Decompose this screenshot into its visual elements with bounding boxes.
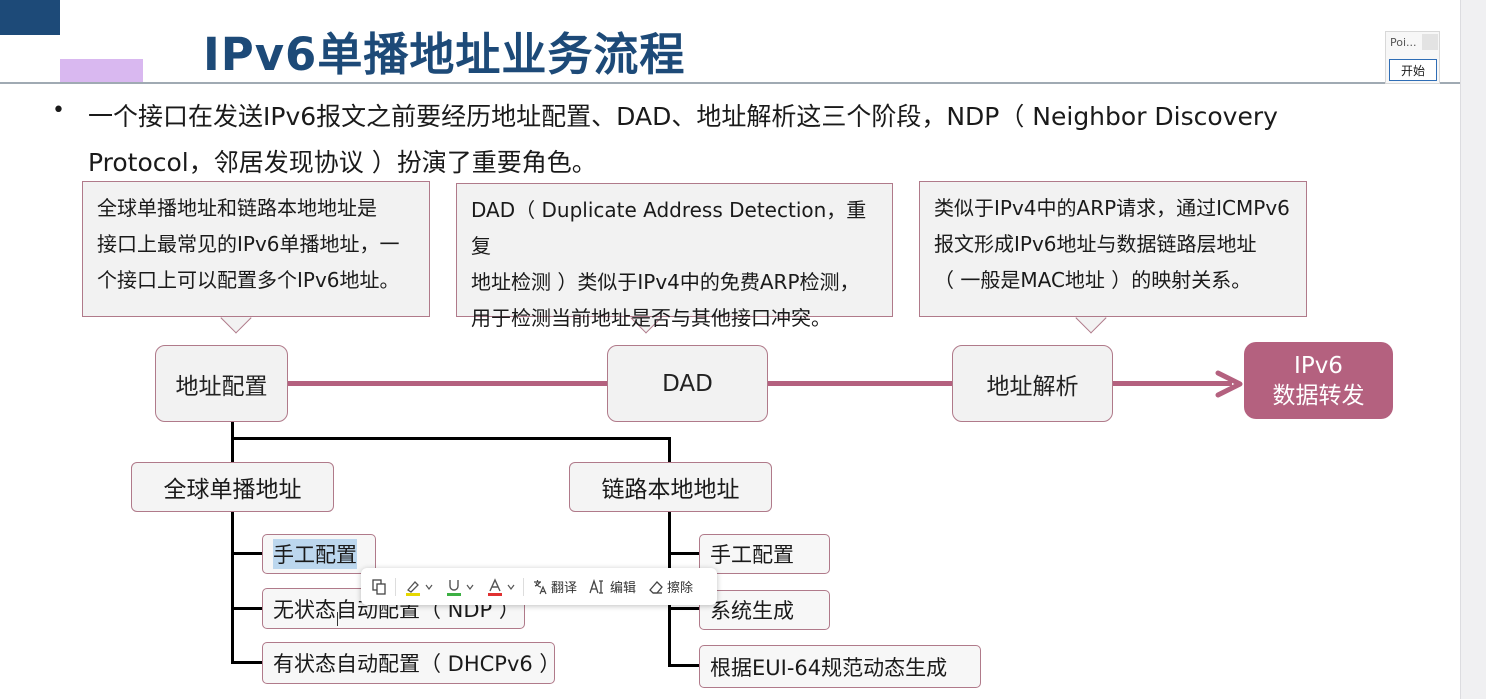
translate-button[interactable]: 翻译 [526,577,583,596]
edit-button[interactable]: 编辑 [583,577,642,596]
final-line-2: 数据转发 [1272,382,1365,409]
flow-arrow-head [1215,370,1243,398]
connector [231,661,262,664]
highlighter-icon [406,580,420,596]
copy-button[interactable] [361,578,393,595]
connector [231,422,234,463]
edit-label: 编辑 [610,581,637,596]
underline-icon [447,579,461,596]
mini-app-window[interactable]: Poi... 开始 [1385,31,1440,84]
connector [668,437,671,463]
connector [231,607,262,610]
toolbar-divider [395,577,396,596]
mini-app-close-area[interactable] [1422,34,1438,50]
final-line-1: IPv6 [1294,352,1343,379]
flow-step-ipv6-forwarding: IPv6 数据转发 [1244,342,1393,419]
connector [231,437,671,440]
bullet-line-2: Protocol，邻居发现协议 ）扮演了重要角色。 [88,148,597,177]
callout-line: 个接口上可以配置多个IPv6地址。 [97,268,400,292]
callout-line: 用于检测当前地址是否与其他接口冲突。 [471,306,831,330]
start-button[interactable]: 开始 [1389,59,1437,81]
flow-step-address-config: 地址配置 [155,345,288,422]
callout-line: 接口上最常见的IPv6单播地址，一 [97,232,400,256]
underline-button[interactable] [439,578,480,596]
flow-step-address-resolution: 地址解析 [952,345,1113,422]
translate-icon [534,579,547,594]
slide-title: IPv6单播地址业务流程 [203,28,686,81]
global-unicast-box: 全球单播地址 [131,462,334,512]
callout-address-config: 全球单播地址和链路本地地址是 接口上最常见的IPv6单播地址，一 个接口上可以配… [82,181,430,317]
callout-line: （ 一般是MAC地址 ）的映射关系。 [934,268,1252,292]
global-item-stateful: 有状态自动配置（ DHCPv6 ） [262,642,560,684]
mini-app-label: Poi... [1390,36,1417,49]
callout-line: 报文形成IPv6地址与数据链路层地址 [934,232,1257,256]
callout-line: DAD（ Duplicate Address Detection，重复 [471,198,867,258]
callout-resolution: 类似于IPv4中的ARP请求，通过ICMPv6 报文形成IPv6地址与数据链路层… [919,181,1307,317]
floating-text-toolbar: 翻译 编辑 擦除 [361,568,717,605]
callout-line: 地址检测 ）类似于IPv4中的免费ARP检测， [471,270,860,294]
flow-step-dad: DAD [607,345,768,422]
connector [668,664,699,667]
erase-button[interactable]: 擦除 [642,577,699,596]
link-local-box: 链路本地地址 [569,462,772,512]
connector [668,607,699,610]
connector [231,512,234,664]
corner-block [0,0,60,35]
accent-block [60,59,143,83]
title-divider [0,82,1460,84]
translate-label: 翻译 [551,581,578,596]
copy-icon [372,578,386,595]
bullet-text: 一个接口在发送IPv6报文之前要经历地址配置、DAD、地址解析这三个阶段，NDP… [88,94,1388,186]
connector [668,552,699,555]
callout-dad: DAD（ Duplicate Address Detection，重复 地址检测… [456,183,893,330]
ai-edit-icon [589,578,604,594]
toolbar-divider [523,577,524,596]
eraser-icon [649,580,663,594]
text-cursor-icon [337,612,338,626]
chevron-down-icon [507,584,515,590]
highlight-button[interactable] [398,578,439,596]
bullet-dot: • [52,98,65,123]
vertical-scrollbar[interactable] [1460,0,1486,699]
selected-text[interactable]: 手工配置 [273,539,357,569]
chevron-down-icon [466,584,474,590]
font-color-icon [488,577,502,596]
callout-line: 类似于IPv4中的ARP请求，通过ICMPv6 [934,196,1290,220]
link-item-manual: 手工配置 [699,534,830,574]
bullet-line-1: 一个接口在发送IPv6报文之前要经历地址配置、DAD、地址解析这三个阶段，NDP… [88,102,1278,131]
link-item-system: 系统生成 [699,590,830,630]
chevron-down-icon [425,584,433,590]
font-color-button[interactable] [480,577,521,596]
erase-label: 擦除 [667,581,694,596]
callout-line: 全球单播地址和链路本地地址是 [97,196,377,220]
connector [231,552,262,555]
global-item-manual[interactable]: 手工配置 [262,534,376,574]
link-item-eui64: 根据EUI-64规范动态生成 [699,645,981,688]
